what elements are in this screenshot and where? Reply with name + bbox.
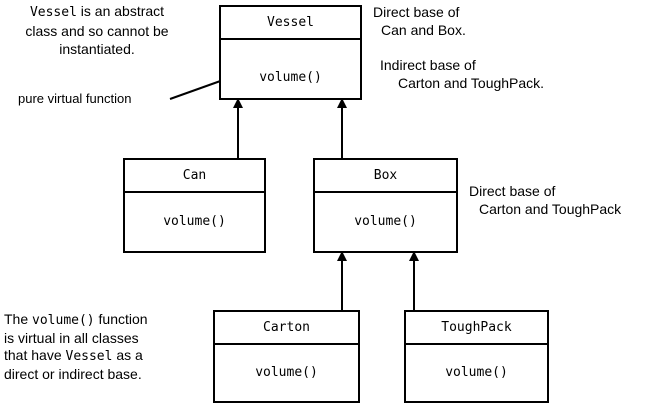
note-vessel-code: Vessel [29,5,77,20]
method-volume-can: volume() [163,214,226,229]
note-virtual-all-classes: The volume() function is virtual in all … [4,311,148,383]
note-vessel-direct-line1: Direct base of [373,4,460,20]
note-vessel-abstract-line2: class and so cannot be [25,23,169,39]
class-name-can: Can [125,160,264,193]
note-virtual-l2: is virtual in all classes [4,329,139,346]
note-box-direct-line2: Carton and ToughPack [479,201,622,217]
note-vessel-abstract-line1: is an abstract [76,3,165,19]
note-virtual-l3-post: as a [112,347,143,363]
note-vessel-indirect-line2: Carton and ToughPack. [398,75,545,91]
note-vessel-abstract: Vessel is an abstract class and so canno… [2,2,192,58]
note-box-direct-line1: Direct base of [469,183,556,199]
class-box-can: Can volume() [123,158,266,253]
method-volume-box: volume() [354,214,417,229]
note-vessel-direct-line2: Can and Box. [381,22,466,38]
note-virtual-l1-post: function [94,311,148,327]
method-volume-carton: volume() [255,365,318,380]
note-virtual-l3-code: Vessel [65,349,113,364]
method-volume-toughpack: volume() [445,365,508,380]
note-vessel-abstract-line3: instantiated. [59,41,135,57]
note-vessel-indirect-base: Indirect base of Carton and ToughPack. [380,56,544,92]
class-name-vessel: Vessel [221,7,360,40]
note-virtual-l1-code: volume() [32,313,95,328]
method-volume-vessel: volume() [259,70,322,85]
note-vessel-direct-base: Direct base of Can and Box. [373,3,466,39]
class-box-vessel: Vessel volume() [219,5,362,100]
note-box-direct-base: Direct base of Carton and ToughPack [469,182,621,218]
class-name-box: Box [315,160,456,193]
note-pure-virtual: pure virtual function [18,91,132,106]
class-name-carton: Carton [215,312,358,345]
note-virtual-l4: direct or indirect base. [4,365,142,382]
note-virtual-l1-pre: The [4,311,33,327]
note-virtual-l3-pre: that have [4,347,66,363]
note-vessel-indirect-line1: Indirect base of [380,57,476,73]
class-name-toughpack: ToughPack [406,312,547,345]
class-box-box: Box volume() [313,158,458,253]
class-box-carton: Carton volume() [213,310,360,403]
class-box-toughpack: ToughPack volume() [404,310,549,403]
